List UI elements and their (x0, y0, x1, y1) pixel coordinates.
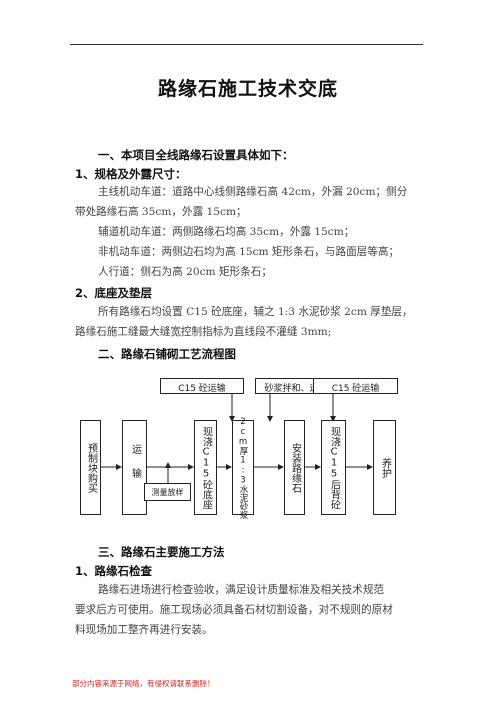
paragraph-aux-lane: 辅道机动车道：两侧路缘石均高 35cm，外露 15cm； (98, 226, 355, 238)
paragraph-main-lane-1: 主线机动车道：道路中心线侧路缘石高 42cm，外漏 20cm；侧分 (98, 186, 408, 198)
flow-step-label-3: 现浇C15砼底座 (200, 426, 212, 509)
document-title: 路缘石施工技术交底 (157, 78, 338, 100)
flow-step-label-5: 安装路缘石 (289, 442, 301, 493)
flow-top-box-1: C15 砼运输 (160, 378, 244, 394)
flow-sub-survey: 测量放样 (144, 483, 191, 501)
flow-step-mortar: 2cm厚1:3水泥砂浆 (232, 416, 254, 519)
paragraph-inspection-1: 路缘石进场进行检查验收，满足设计质量标准及相关技术规范 (98, 584, 385, 596)
paragraph-sidewalk: 人行道：侧石为高 20cm 矩形条石； (98, 266, 272, 278)
flow-step-purchase: 预制块购买 (80, 420, 101, 515)
flow-step-label-1: 预制块购买 (85, 442, 97, 493)
footer-disclaimer: 部分内容来源于网络，有侵权请联系删除！ (72, 679, 215, 688)
flow-step-label-2: 运输 (129, 443, 141, 492)
flow-step-cure: 养护 (373, 420, 396, 515)
flow-sub-label: 测量放样 (151, 488, 184, 497)
paragraph-base-1: 所有路缘石均设置 C15 砼底座，辅之 1:3 水泥砂浆 2cm 厚垫层， (98, 306, 413, 318)
paragraph-inspection-2: 要求后方可使用。施工现场必须具备石材切割设备，对不规则的原材 (75, 604, 393, 616)
section-heading-1: 一、本项目全线路缘石设置具体如下： (98, 148, 294, 162)
header-rule (70, 44, 423, 45)
flow-top-label-2: 砂浆拌和、运输 (264, 384, 328, 394)
flow-top-box-3: C15 砼运输 (313, 378, 398, 394)
subheading-spec: 1、规格及外露尺寸： (75, 167, 187, 181)
flow-step-label-6: 现浇C15后背砼 (328, 426, 340, 509)
subheading-inspection: 1、路缘石检查 (75, 564, 153, 578)
flow-step-base: 现浇C15砼底座 (194, 420, 217, 515)
flow-step-label-7: 养护 (379, 457, 391, 478)
flow-step-label-4: 2cm厚1:3水泥砂浆 (238, 416, 248, 519)
flow-step-install: 安装路缘石 (284, 420, 305, 515)
flow-top-label-3: C15 砼运输 (331, 384, 380, 394)
flow-step-backfill: 现浇C15后背砼 (321, 420, 346, 515)
paragraph-inspection-3: 料现场加工整齐再进行安装。 (75, 624, 213, 636)
flow-top-label-1: C15 砼运输 (178, 384, 226, 394)
section-heading-2: 二、路缘石铺砌工艺流程图 (98, 347, 236, 361)
section-heading-3: 三、路缘石主要施工方法 (98, 545, 225, 559)
flow-step-transport: 运输 (122, 420, 147, 515)
subheading-base: 2、底座及垫层 (75, 286, 153, 300)
paragraph-nonmotor-lane: 非机动车道：两侧边石均为高 15cm 矩形条石，与路面层等高； (98, 246, 400, 258)
paragraph-base-2: 路缘石施工缝最大缝宽控制指标为直线段不灌缝 3mm; (75, 326, 332, 338)
paragraph-main-lane-2: 带处路缘石高 35cm，外露 15cm； (75, 206, 247, 218)
